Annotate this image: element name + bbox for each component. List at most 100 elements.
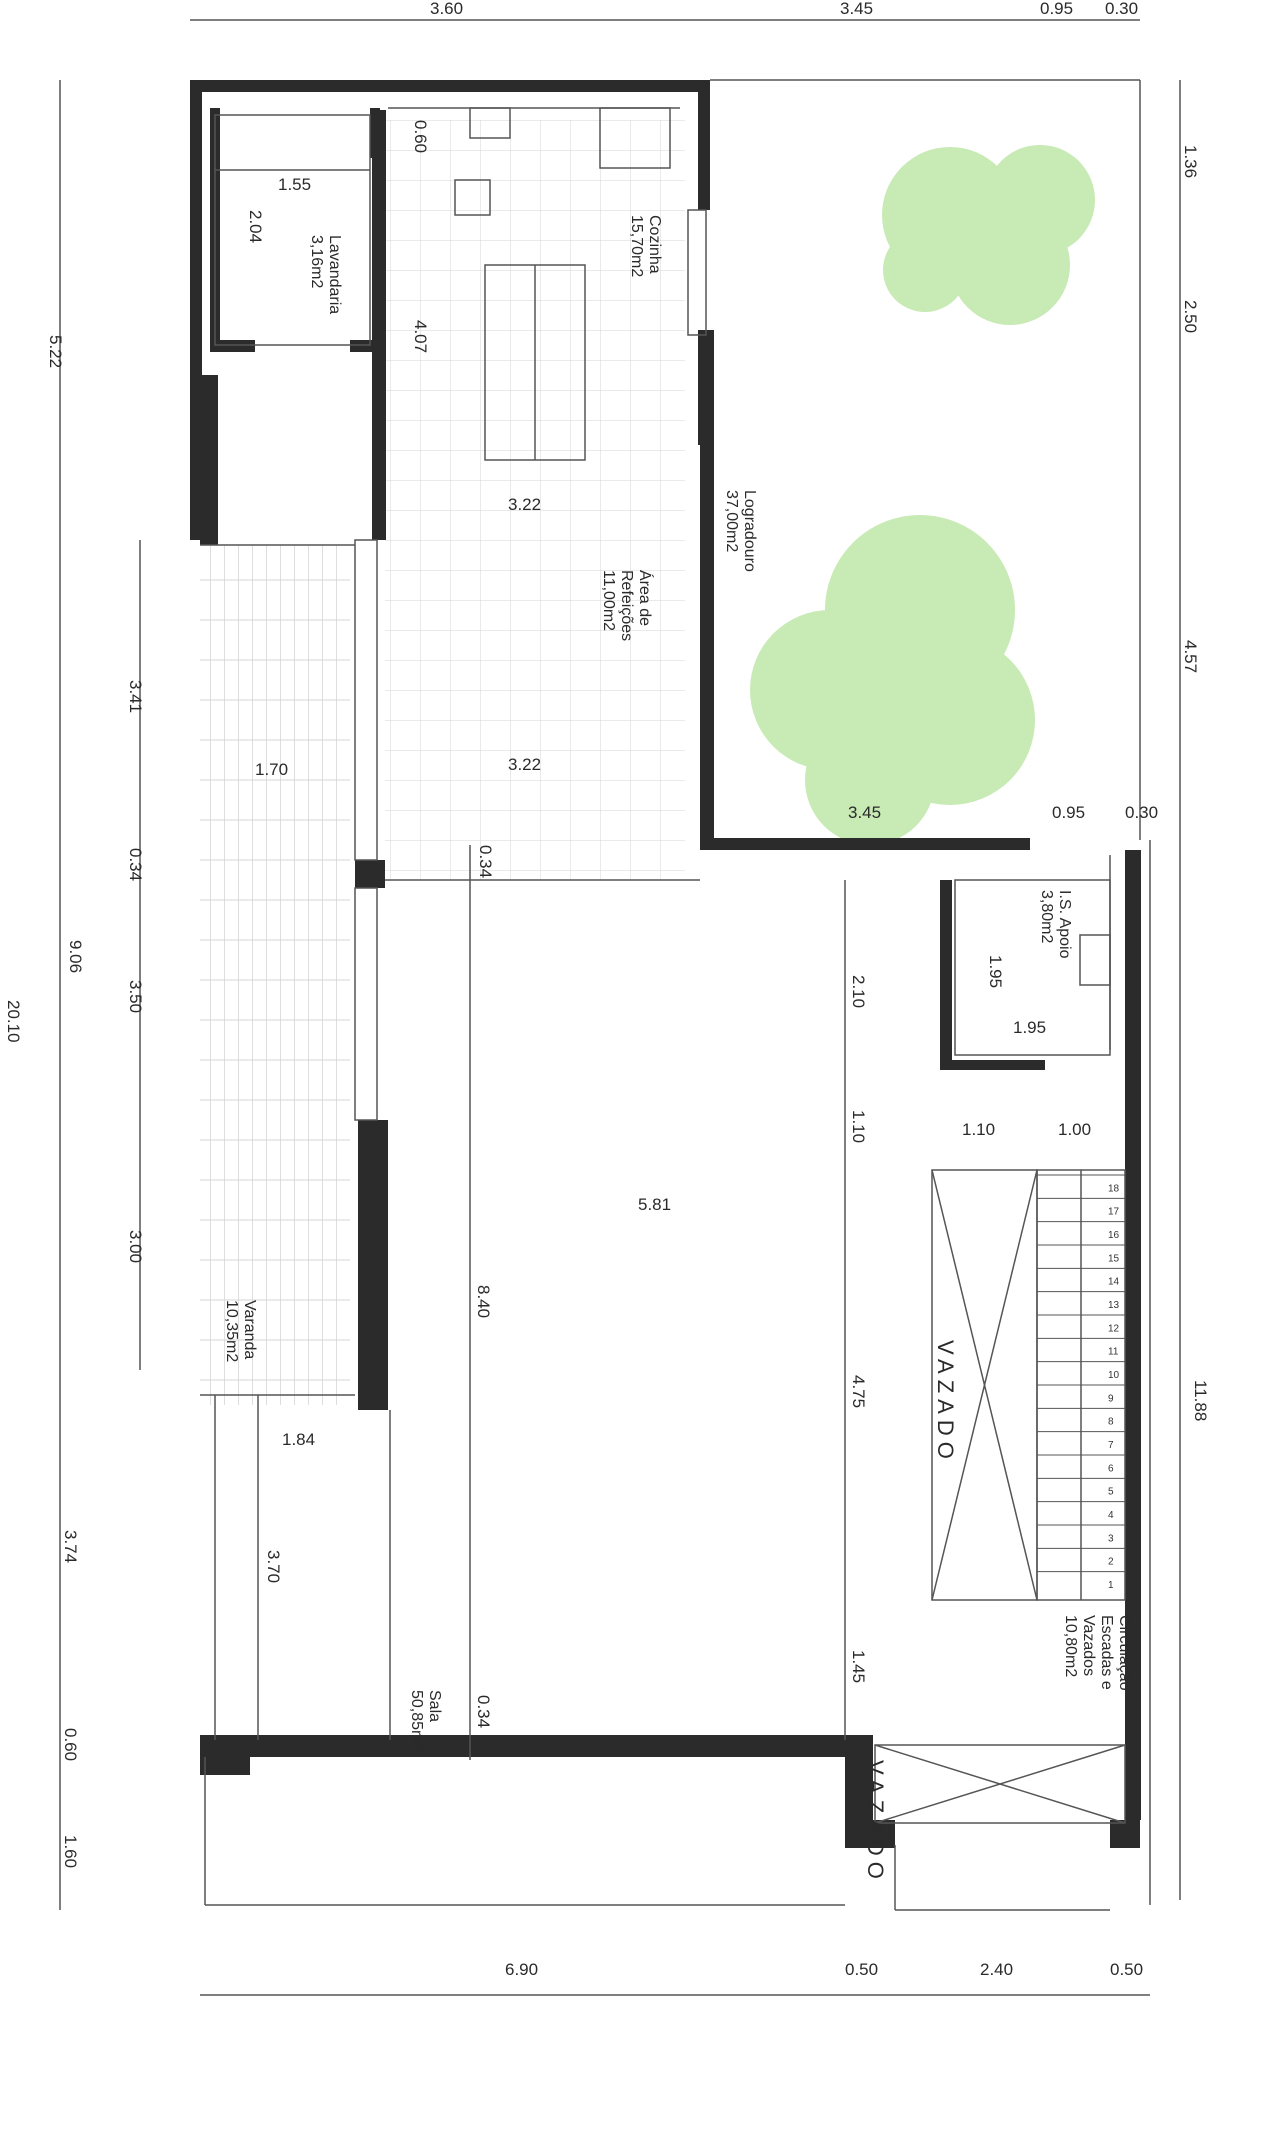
- dimension-labels: 3.60 3.45 0.95 0.30 1.36 2.50 4.57 11.88…: [4, 0, 1210, 1979]
- stair-step-number: 16: [1108, 1230, 1120, 1241]
- plan-lines: [59, 19, 1181, 1996]
- svg-text:3,16m2: 3,16m2: [308, 235, 325, 288]
- dim-left-g: 3.00: [126, 1230, 145, 1263]
- dim-left-b: 20.10: [4, 1000, 23, 1043]
- label-is-apoio: I.S. Apoio 3,80m2: [1038, 890, 1073, 959]
- dim-left-d: 3.41: [126, 680, 145, 713]
- stair-step-number: 11: [1108, 1347, 1119, 1358]
- stair-step-number: 18: [1108, 1183, 1120, 1194]
- svg-text:I.S. Apoio: I.S. Apoio: [1056, 890, 1073, 959]
- dim-left-f: 3.50: [126, 980, 145, 1013]
- dim-right-a: 1.36: [1181, 145, 1200, 178]
- dim-ver-b: 1.84: [282, 1430, 315, 1449]
- tree-bottom: [750, 515, 1035, 845]
- stair-step-number: 9: [1108, 1393, 1114, 1404]
- dim-stair-a: 1.10: [962, 1120, 995, 1139]
- stair-treads: 18 17 16 15 14 13 12 11 10 9 8 7 6 5 4 3 2 1: [1037, 1174, 1125, 1591]
- dim-sala-w: 5.81: [638, 1195, 671, 1214]
- svg-text:11,00m2: 11,00m2: [600, 570, 617, 631]
- dim-coz-d: 0.60: [411, 120, 430, 153]
- label-area-refeicoes: Área de Refeições 11,00m2: [600, 570, 655, 641]
- dim-log-d: 0.30: [1125, 803, 1158, 822]
- stair-step-number: 3: [1108, 1533, 1114, 1544]
- dim-lav-h: 2.04: [246, 210, 265, 243]
- dim-sala-c: 4.75: [849, 1375, 868, 1408]
- label-cozinha: Cozinha 15,70m2: [628, 215, 663, 277]
- dim-top-d: 0.30: [1105, 0, 1138, 18]
- tree-top: [882, 145, 1095, 325]
- dim-left-c: 9.06: [66, 940, 85, 973]
- label-lavandaria: Lavandaria 3,16m2: [308, 235, 343, 314]
- stair-step-number: 7: [1108, 1440, 1114, 1451]
- svg-text:Refeições: Refeições: [618, 570, 635, 641]
- svg-text:Cozinha: Cozinha: [646, 215, 663, 274]
- dim-ref-w: 3.22: [508, 755, 541, 774]
- stair-step-number: 13: [1108, 1300, 1120, 1311]
- label-vazado-bottom: VAZADO: [863, 1760, 888, 1885]
- svg-text:10,35m2: 10,35m2: [223, 1300, 240, 1362]
- svg-text:37,00m2: 37,00m2: [723, 490, 740, 552]
- dim-top-b: 3.45: [840, 0, 873, 18]
- svg-text:Logradouro: Logradouro: [741, 490, 758, 572]
- svg-text:3,80m2: 3,80m2: [1038, 890, 1055, 943]
- dim-ver-h: 3.70: [264, 1550, 283, 1583]
- dim-right-c: 4.57: [1181, 640, 1200, 673]
- dim-bottom-b: 0.50: [845, 1960, 878, 1979]
- dim-top-a: 3.60: [430, 0, 463, 18]
- dim-lav-w: 1.55: [278, 175, 311, 194]
- dim-is-h: 1.95: [986, 955, 1005, 988]
- svg-text:Área de: Área de: [636, 570, 655, 626]
- svg-text:Vazados: Vazados: [1080, 1615, 1097, 1676]
- stair-step-number: 5: [1108, 1487, 1114, 1498]
- svg-text:50,85m2: 50,85m2: [408, 1690, 425, 1752]
- svg-text:Lavandaria: Lavandaria: [326, 235, 343, 314]
- stair-step-number: 2: [1108, 1557, 1114, 1568]
- dim-left-e: 0.34: [126, 848, 145, 881]
- dim-right-d: 11.88: [1191, 1380, 1210, 1421]
- dim-top-c: 0.95: [1040, 0, 1073, 18]
- dim-coz-w: 3.22: [508, 495, 541, 514]
- dim-ver-w: 1.70: [255, 760, 288, 779]
- label-vazado-stair: VAZADO: [933, 1340, 958, 1465]
- dim-stair-b: 1.00: [1058, 1120, 1091, 1139]
- stair-step-number: 10: [1108, 1370, 1120, 1381]
- dim-left-h: 3.74: [61, 1530, 80, 1563]
- stair-step-number: 17: [1108, 1207, 1120, 1218]
- dim-sala-a: 2.10: [849, 975, 868, 1008]
- dim-bottom-d: 0.50: [1110, 1960, 1143, 1979]
- svg-text:Circulação: Circulação: [1116, 1615, 1133, 1691]
- varanda-deck: [200, 545, 350, 1405]
- label-logradouro: Logradouro 37,00m2: [723, 490, 758, 572]
- dim-sala-h: 8.40: [474, 1285, 493, 1318]
- stair-step-number: 1: [1108, 1580, 1114, 1591]
- dim-coz-h: 4.07: [411, 320, 430, 353]
- stair-step-number: 8: [1108, 1417, 1114, 1428]
- dim-sala-b: 1.10: [849, 1110, 868, 1143]
- dim-left-j: 1.60: [61, 1835, 80, 1868]
- dim-left-a: 5.22: [46, 335, 65, 368]
- stair-step-number: 4: [1108, 1510, 1114, 1521]
- dim-bottom-a: 6.90: [505, 1960, 538, 1979]
- dim-log-c: 0.95: [1052, 803, 1085, 822]
- dim-sala-d: 1.45: [849, 1650, 868, 1683]
- dim-right-b: 2.50: [1181, 300, 1200, 333]
- svg-text:Escadas e: Escadas e: [1098, 1615, 1115, 1690]
- dim-bottom-c: 2.40: [980, 1960, 1013, 1979]
- svg-text:Sala: Sala: [426, 1690, 443, 1722]
- dim-log-w: 3.45: [848, 803, 881, 822]
- svg-text:15,70m2: 15,70m2: [628, 215, 645, 277]
- stair-step-number: 12: [1108, 1323, 1120, 1334]
- room-labels: Cozinha 15,70m2 Lavandaria 3,16m2 Lograd…: [223, 215, 1133, 1885]
- dim-left-i: 0.60: [61, 1728, 80, 1761]
- stair-step-number: 15: [1108, 1253, 1120, 1264]
- label-circulacao: Circulação Escadas e Vazados 10,80m2: [1062, 1615, 1133, 1691]
- kitchen-dining-floor: [385, 120, 685, 880]
- svg-text:10,80m2: 10,80m2: [1062, 1615, 1079, 1677]
- stair-step-number: 6: [1108, 1463, 1114, 1474]
- dim-sala-e: 0.34: [474, 1695, 493, 1728]
- stair-step-number: 14: [1108, 1277, 1120, 1288]
- dim-is-w: 1.95: [1013, 1018, 1046, 1037]
- label-varanda: Varanda 10,35m2: [223, 1300, 258, 1362]
- dim-ref-d: 0.34: [476, 845, 495, 878]
